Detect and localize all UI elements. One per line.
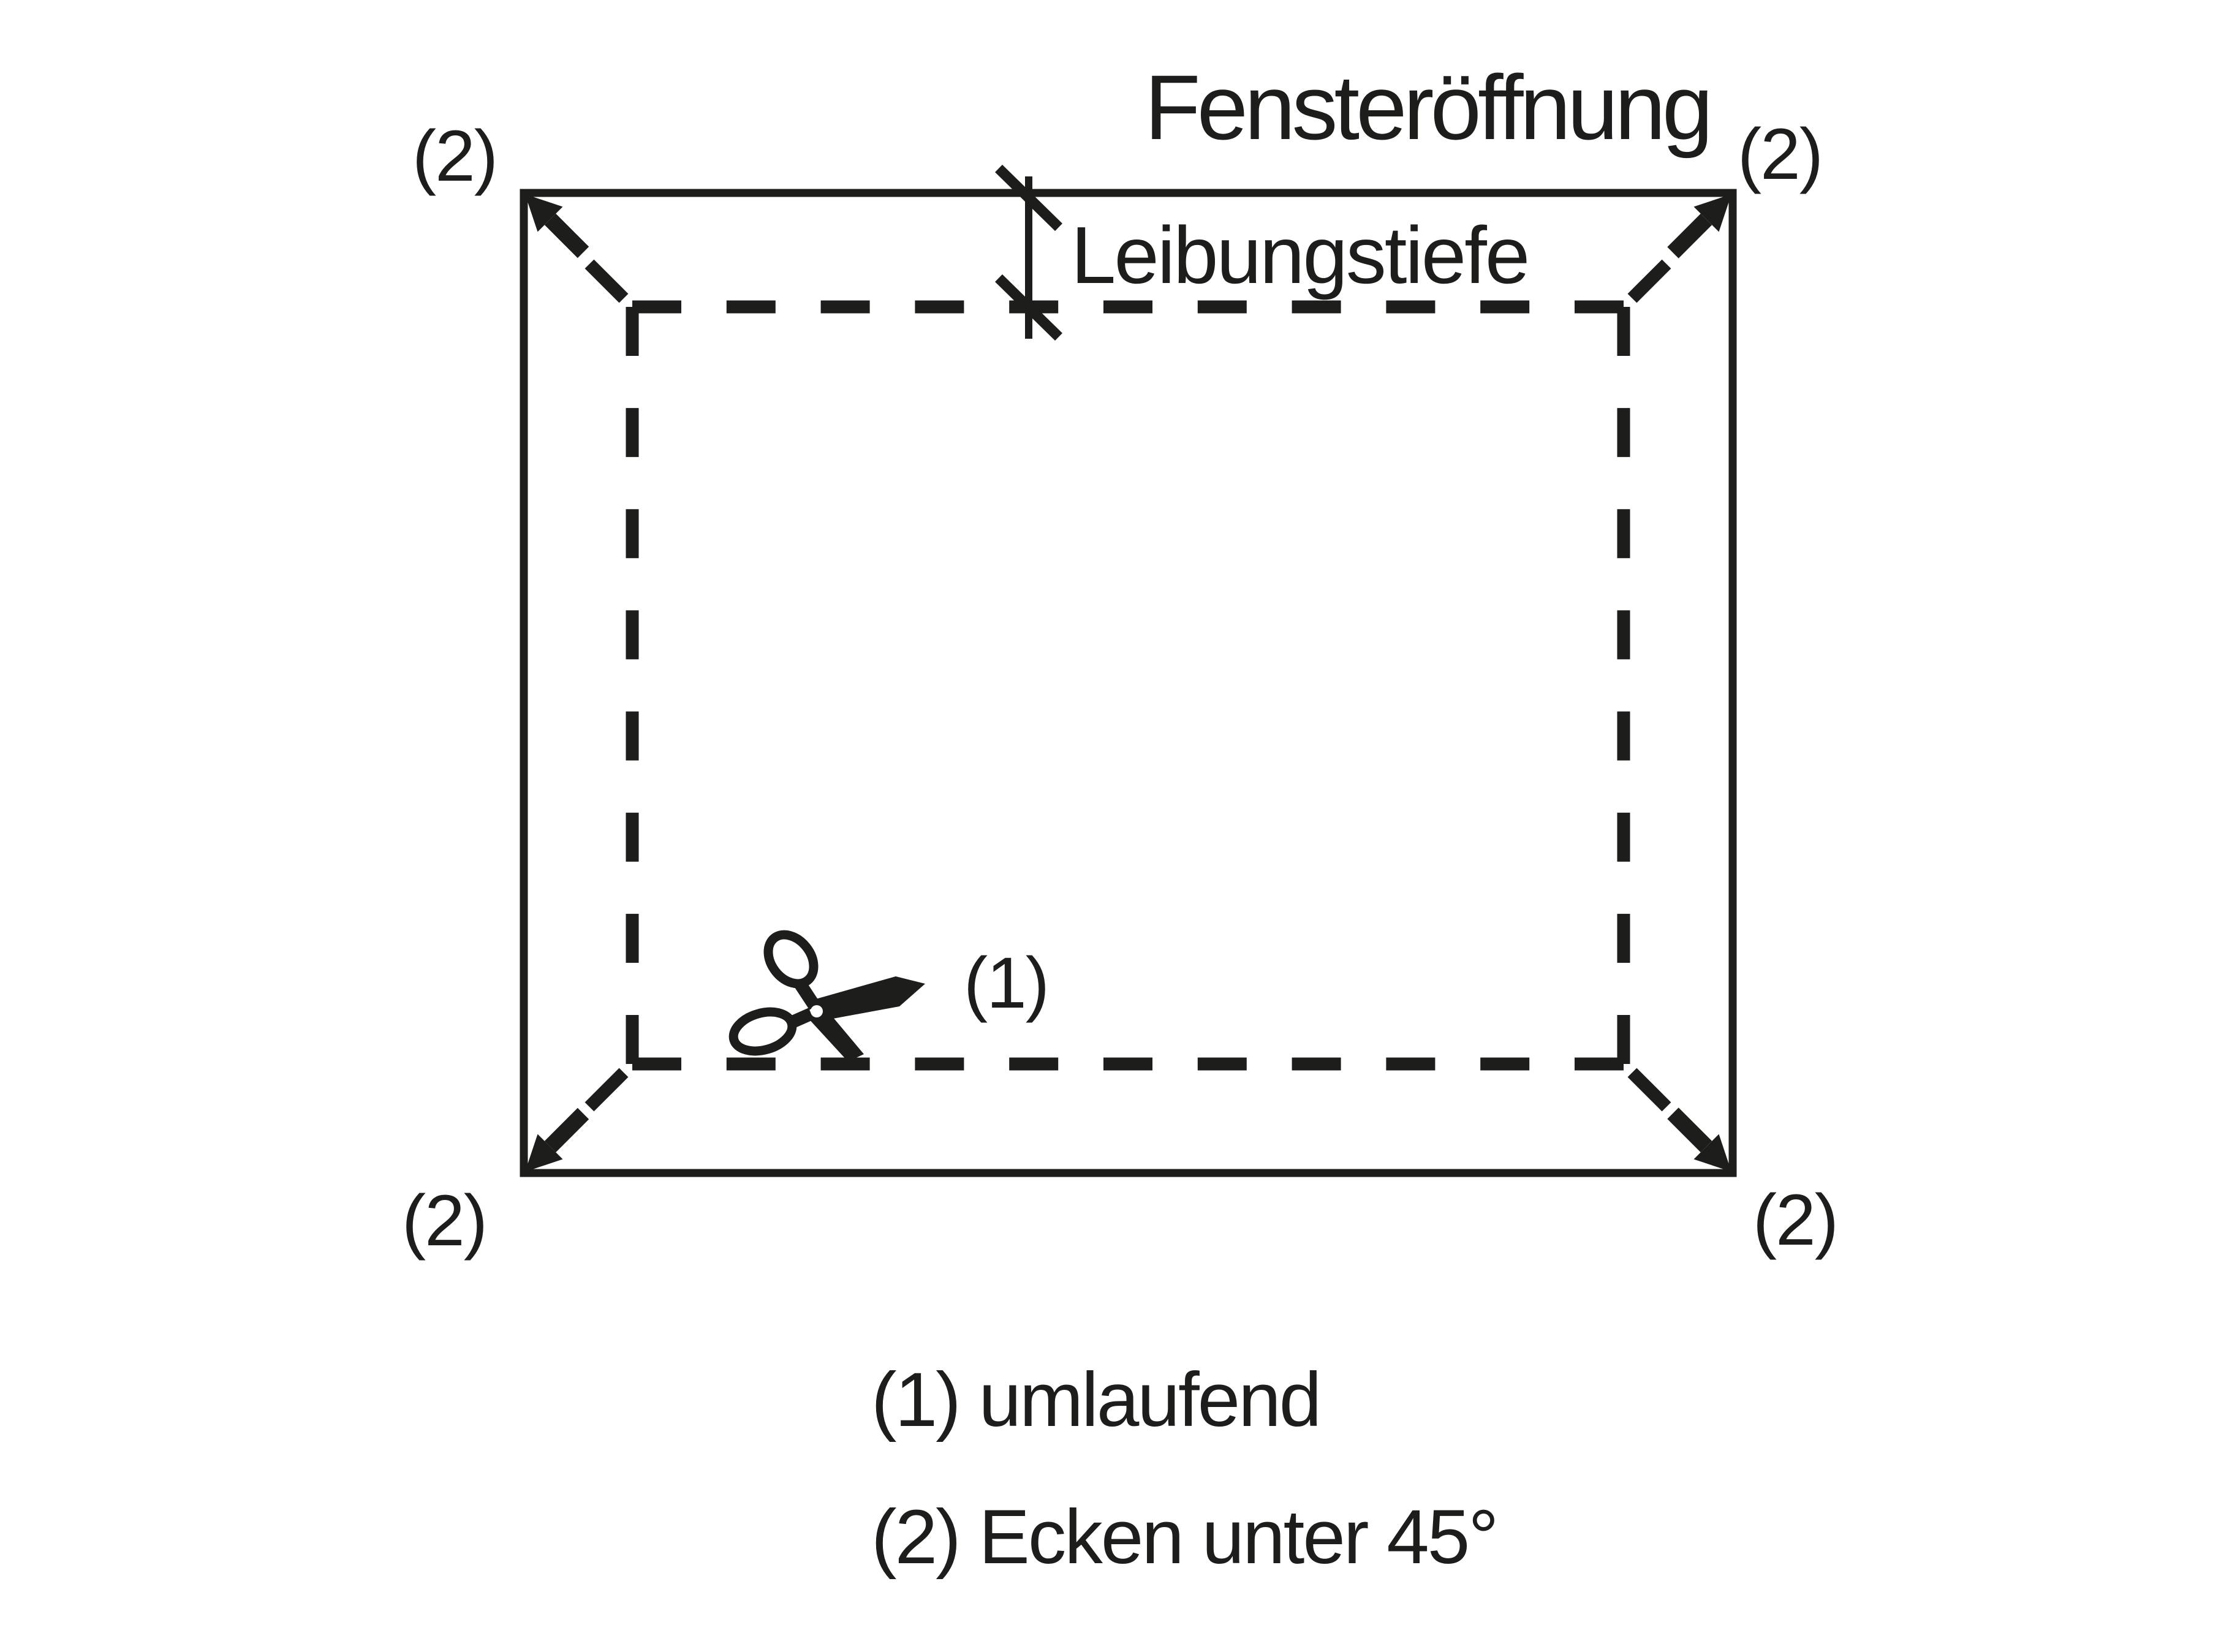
corner-cut-dash-br [1627, 1068, 1671, 1112]
corner-arrow-tl [525, 194, 589, 258]
scissors-icon [728, 930, 925, 1062]
corner-label-top-left: (2) [412, 116, 498, 197]
corner-arrow-tr [1667, 194, 1731, 258]
cut-line-dashed-rect [626, 300, 1630, 1071]
dimension-tick-bottom [995, 274, 1062, 341]
dimension-tick-top [995, 164, 1062, 232]
corner-label-bottom-right: (2) [1752, 1180, 1839, 1261]
corner-cut-dash-tl [584, 259, 629, 303]
cut-line-corner-dashes [584, 259, 1671, 1112]
cut-line-label: (1) [963, 943, 1050, 1024]
reveal-depth-dimension [995, 164, 1062, 341]
corner-arrow-bl [525, 1107, 589, 1172]
corner-cut-dash-tr [1627, 259, 1671, 303]
corner-label-top-right: (2) [1737, 114, 1823, 195]
diagram-title: Fensteröffnung [1144, 56, 1713, 159]
legend-item-ecken: (2) Ecken unter 45° [871, 1495, 1499, 1580]
corner-arrow-br [1667, 1107, 1731, 1172]
window-opening-outline [520, 189, 1737, 1177]
corner-label-bottom-left: (2) [401, 1180, 488, 1261]
corner-arrows [525, 194, 1731, 1172]
corner-cut-dash-bl [584, 1068, 629, 1112]
legend-item-umlaufend: (1) umlaufend [871, 1357, 1322, 1443]
reveal-depth-label: Leibungstiefe [1071, 210, 1530, 300]
